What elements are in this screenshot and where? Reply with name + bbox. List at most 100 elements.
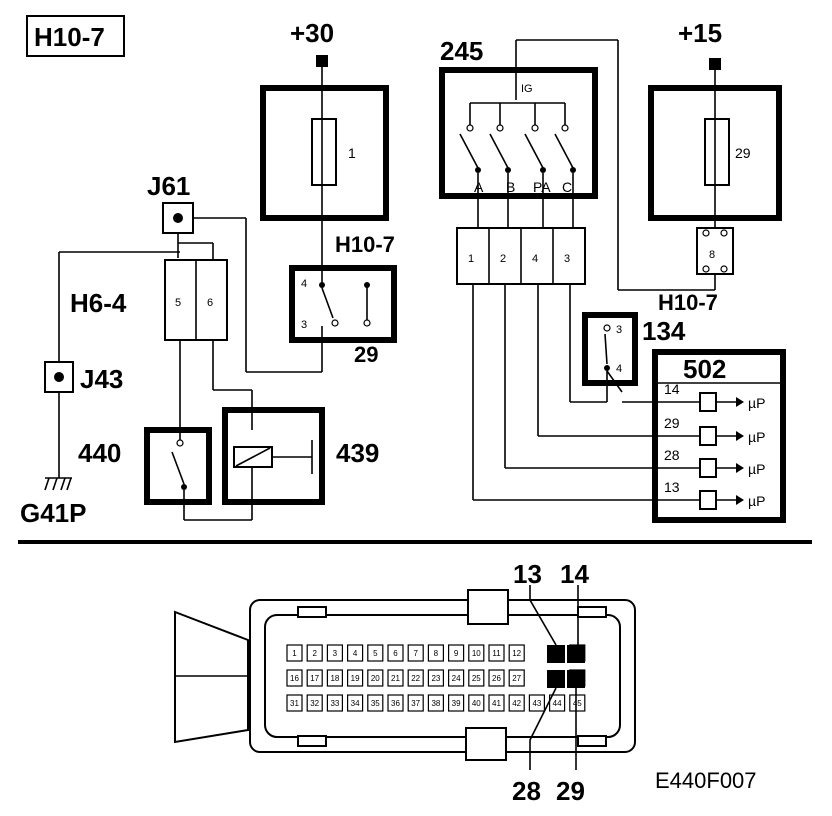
- connector-pin: [347, 644, 364, 662]
- connector-pin-label: 16: [290, 674, 299, 683]
- connector-pin: [448, 669, 465, 687]
- connector-top-pin-3: 3: [564, 253, 570, 265]
- connector-pin-label: 5: [373, 649, 378, 658]
- connector-pin-label: 36: [391, 699, 400, 708]
- connector-pin: [367, 669, 384, 687]
- connector-pin-8-label: 8: [709, 249, 715, 261]
- connector-h6-4-pin-6: 6: [207, 297, 213, 309]
- plus30-label: +30: [290, 18, 334, 48]
- connector-pin-label: 26: [492, 674, 501, 683]
- connector-pin: [548, 694, 566, 712]
- ecu-input-pin-13: 13: [664, 479, 680, 495]
- connector-pin: [387, 694, 404, 712]
- title-frame: [26, 15, 125, 57]
- switch-440: [144, 427, 212, 505]
- connector-pin: [306, 669, 323, 687]
- connector-pin-label: 44: [553, 699, 562, 708]
- connector-pin: [286, 644, 303, 662]
- connector-pin-label: 11: [492, 649, 501, 658]
- connector-pin-label: 10: [472, 649, 481, 658]
- plus15-terminal: [709, 58, 721, 70]
- ecu-output-3: µP: [748, 461, 765, 477]
- connector-pin: [468, 694, 485, 712]
- fuse-1-number: 1: [348, 145, 356, 161]
- switch-134: [582, 312, 638, 386]
- connector-pin: [508, 669, 525, 687]
- connector-pin-label: 33: [330, 699, 339, 708]
- splice-j43-label: J43: [80, 364, 123, 394]
- ignition-contact-a: A: [474, 179, 484, 195]
- connector-pin: [427, 694, 444, 712]
- ignition-contact-c: C: [562, 179, 572, 195]
- connector-pin-label: 12: [512, 649, 521, 658]
- fuse-29-number: 29: [735, 145, 751, 161]
- connector-h10-7-right-label: H10-7: [658, 290, 718, 315]
- connector-pin: [306, 694, 323, 712]
- connector-pin-label: 37: [411, 699, 420, 708]
- connector-pin: [326, 644, 343, 662]
- connector-latch-top: [467, 589, 509, 625]
- connector-pin: [286, 669, 303, 687]
- connector-pin-label: 40: [472, 699, 481, 708]
- connector-top-pin-2: 2: [500, 253, 506, 265]
- connector-pin: [569, 694, 586, 712]
- ecu-input-row: 29 µP: [538, 415, 765, 446]
- fuse-box-1: [260, 85, 389, 221]
- plus15-label: +15: [678, 18, 722, 48]
- ignition-switch-ig-label: IG: [521, 83, 533, 95]
- connector-pin-label: 34: [351, 699, 360, 708]
- connector-pin: [508, 694, 525, 712]
- relay-439: [222, 407, 325, 505]
- connector-pin-label: 2: [312, 649, 317, 658]
- connector-pin-label: 1: [292, 649, 297, 658]
- ecu-output-4: µP: [748, 493, 765, 509]
- ecu-output-1: µP: [748, 395, 765, 411]
- connector-pin-label: 3: [333, 649, 338, 658]
- connector-pin-label: 7: [413, 649, 418, 658]
- connector-pin-label: 9: [454, 649, 459, 658]
- connector-pin-label: 45: [573, 699, 582, 708]
- connector-pin-label: 43: [532, 699, 541, 708]
- ecu-input-pin-28: 28: [664, 447, 680, 463]
- relay-29-number: 29: [354, 342, 378, 367]
- connector-pin-label: 21: [391, 674, 400, 683]
- ecu-502-number: 502: [683, 354, 726, 384]
- connector-pin: [427, 669, 444, 687]
- ignition-contact-pa: PA: [533, 179, 551, 195]
- plus30-terminal: [316, 55, 328, 67]
- connector-pin-label: 35: [371, 699, 380, 708]
- connector-pin: [347, 694, 364, 712]
- ecu-input-row: 14 µP: [622, 381, 765, 412]
- connector-pin: [448, 644, 465, 662]
- connector-pin-label: 18: [330, 674, 339, 683]
- connector-pin: [367, 644, 384, 662]
- connector-pin: [427, 644, 444, 662]
- connector-h6-4-label: H6-4: [70, 288, 127, 318]
- connector-pin: [286, 694, 303, 712]
- ecu-input-row: 13 µP: [473, 479, 765, 510]
- connector-pin-label: 41: [492, 699, 501, 708]
- connector-pin-grid: 1234567891011121516171819202122232425262…: [286, 644, 586, 712]
- connector-pin: [326, 669, 343, 687]
- relay-29-pin-3: 3: [301, 319, 307, 331]
- connector-pin-label: 32: [310, 699, 319, 708]
- connector-pin-14-highlight: [567, 645, 585, 663]
- connector-pin-label: 27: [512, 674, 521, 683]
- connector-pin: [306, 644, 323, 662]
- switch-440-number: 440: [78, 438, 121, 468]
- connector-pin-8: [696, 227, 734, 275]
- relay-29: [289, 265, 397, 343]
- connector-pin: [468, 644, 485, 662]
- connector-pin: [387, 669, 404, 687]
- connector-h6-4-pin-5: 5: [175, 297, 181, 309]
- connector-latch-bottom: [465, 727, 507, 761]
- connector-pin-label: 31: [290, 699, 299, 708]
- connector-callout-13: 13: [513, 559, 542, 589]
- diagram-title: H10-7: [34, 22, 105, 52]
- ground-label: G41P: [20, 498, 87, 528]
- connector-top-pin-4: 4: [532, 253, 538, 265]
- connector-pin-13-highlight: [547, 645, 565, 663]
- connector-pin-label: 38: [431, 699, 440, 708]
- splice-j61-label: J61: [147, 171, 190, 201]
- fuse-1: [311, 118, 337, 186]
